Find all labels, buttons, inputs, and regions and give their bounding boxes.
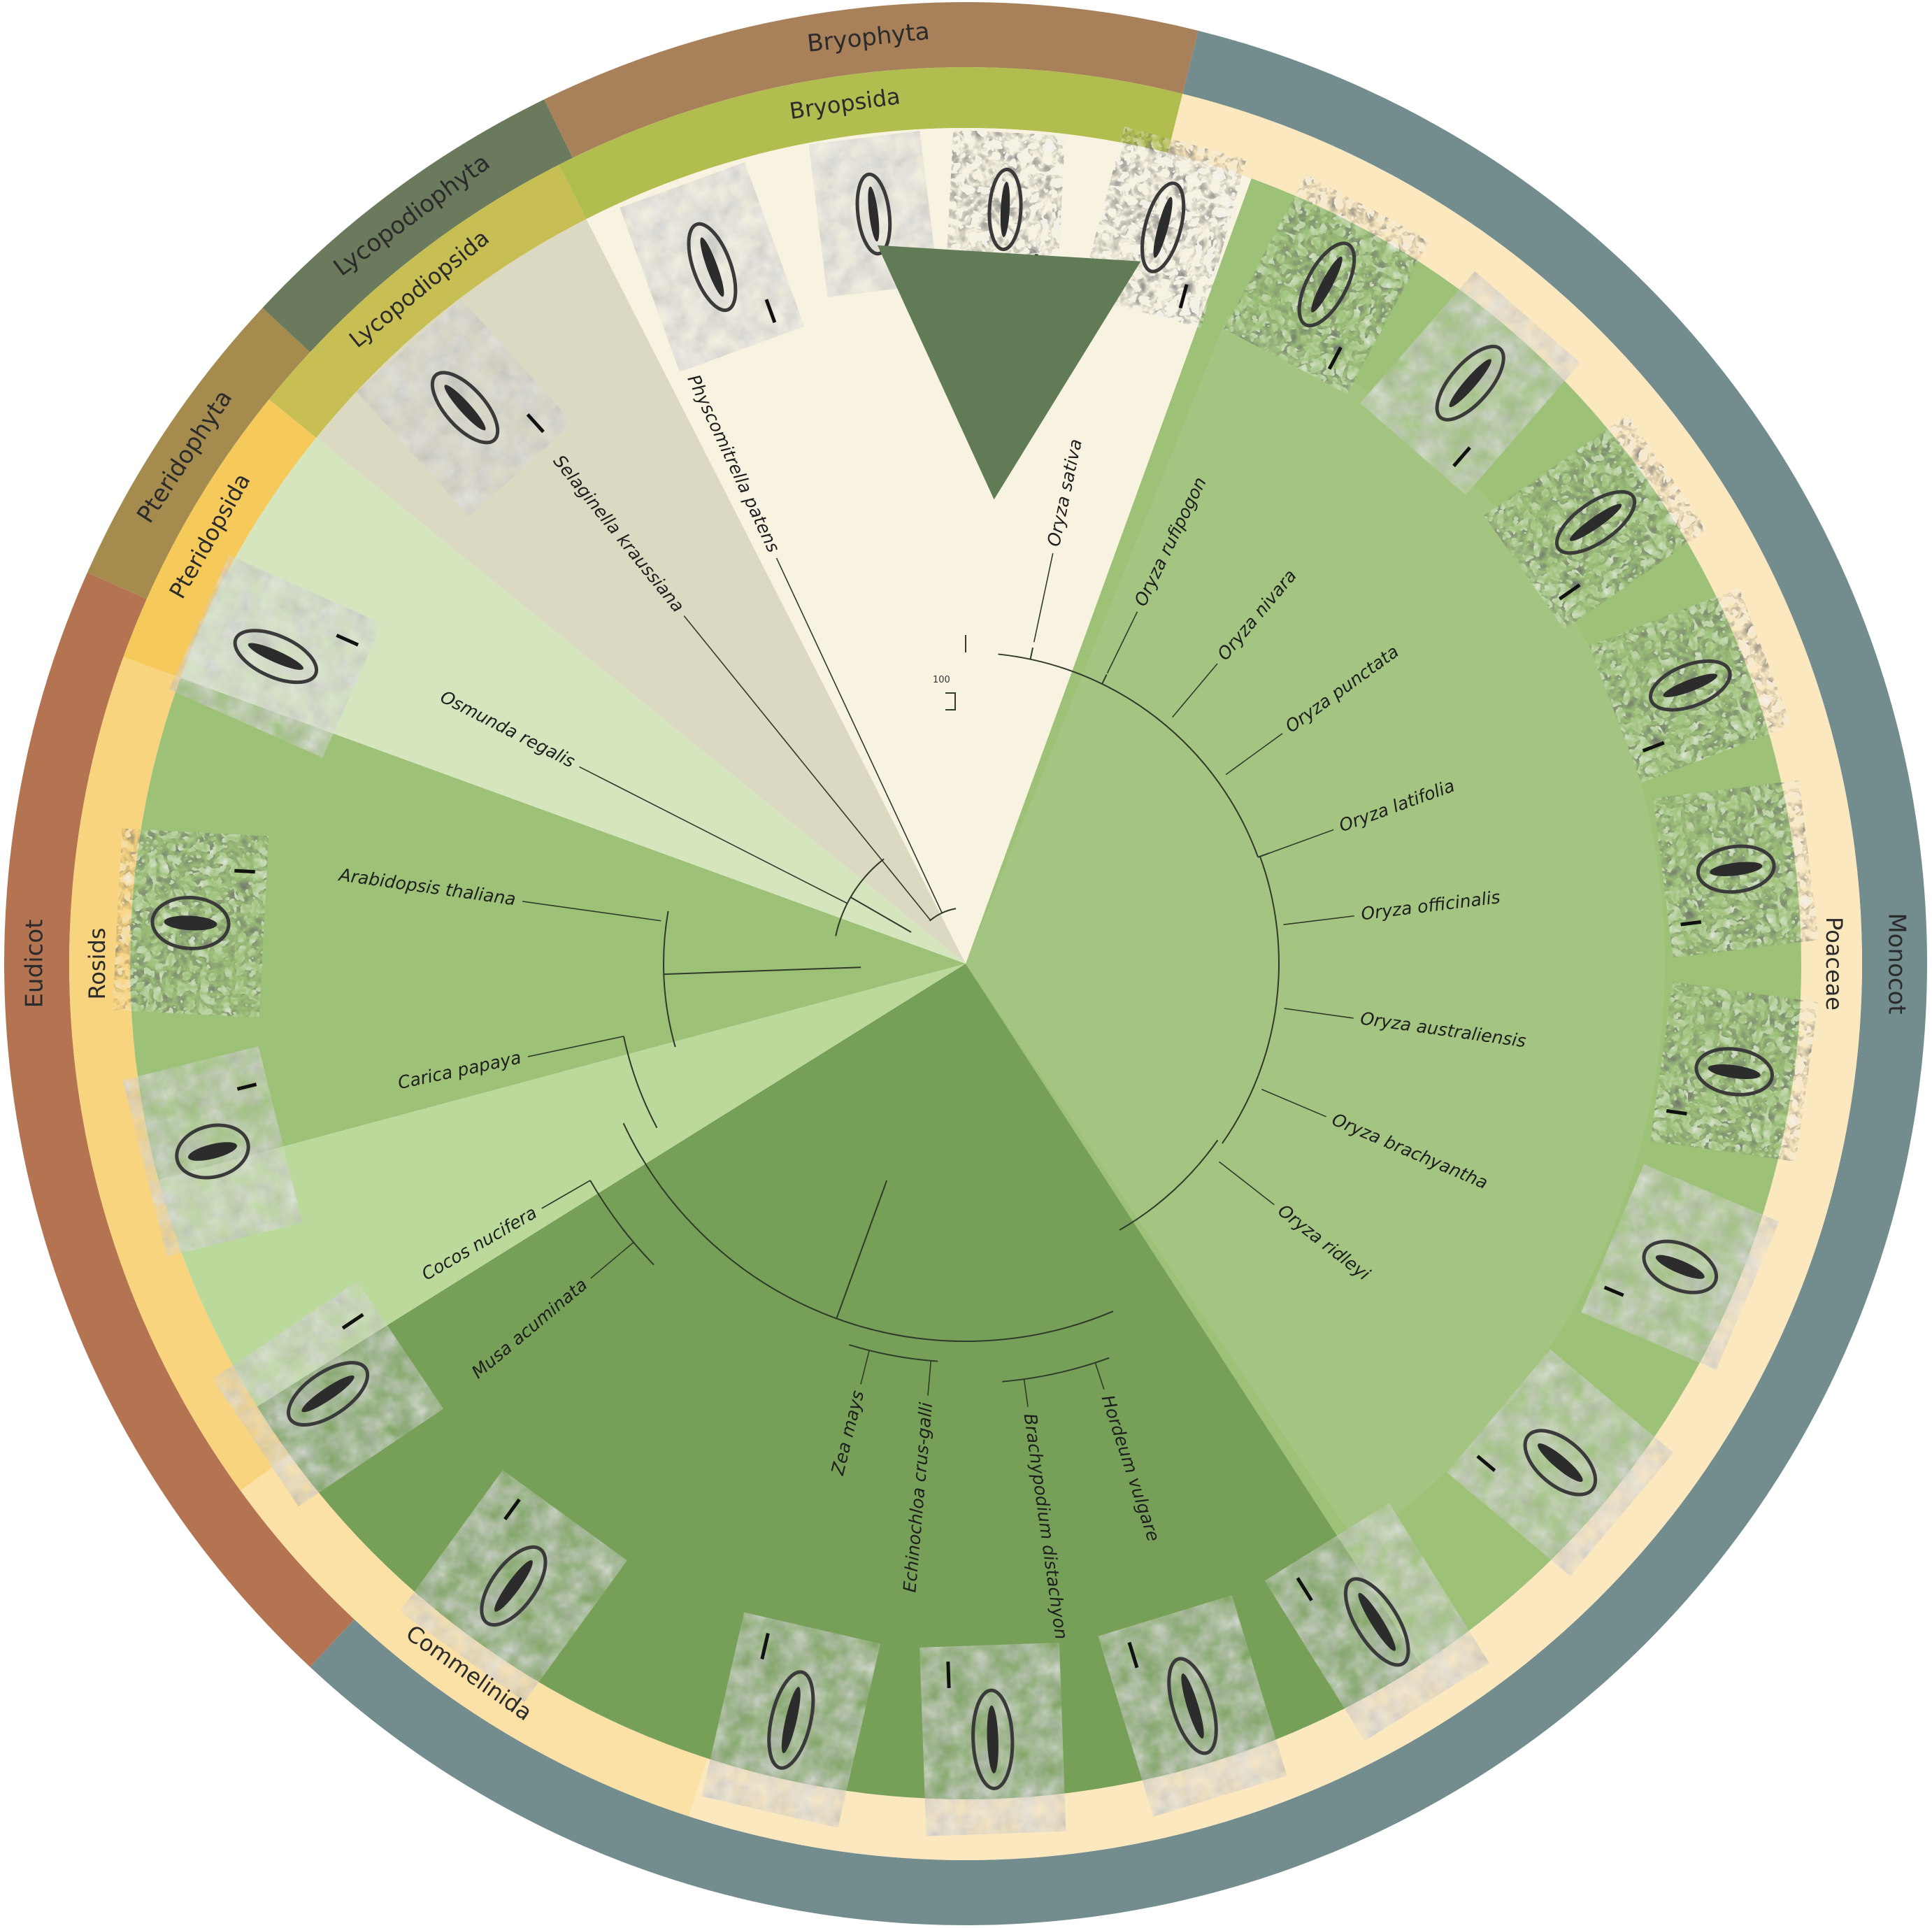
stomata-micrograph (1580, 1162, 1781, 1371)
middle-ring-lycopodiopsida (269, 164, 587, 438)
stomata-micrograph (618, 161, 806, 373)
stomata-micrograph (1587, 587, 1794, 785)
phylogenetic-tree: 100 (522, 245, 1354, 1407)
outer-ring-monocot (310, 30, 1928, 1926)
stomata-micrograph (1482, 413, 1709, 631)
stomata-micrograph (918, 1641, 1067, 1838)
stomata-micrograph (210, 1279, 445, 1508)
stomata-micrograph (111, 827, 270, 1019)
scale-bar: 100 (933, 675, 956, 710)
stomata-micrograph (398, 1469, 629, 1704)
stomata-micrograph (168, 554, 384, 759)
middle-ring-bryopsida (558, 67, 1273, 220)
outer-ring-lycopodiophyta (262, 99, 573, 352)
stomata-micrograph (1222, 173, 1431, 397)
stomata-micrograph (700, 1611, 882, 1829)
outer-ring-pteridophyta (87, 308, 310, 599)
oryza-core (966, 315, 1666, 1544)
stomata-micrograph (121, 1045, 304, 1258)
outer-ring (3, 2, 1928, 1926)
outer-ring-bryophyta (544, 2, 1198, 158)
collapsed-clade-triangle (877, 245, 1141, 500)
middle-ring-pteridopsida (123, 399, 317, 678)
inner-sector-rosids (129, 678, 966, 1180)
stomata-micrograph (1359, 269, 1582, 497)
ring-label-poaceae: Poaceae (1821, 917, 1847, 1011)
stomata-micrograph (1263, 1501, 1491, 1743)
middle-ring-commelinida (240, 1455, 708, 1817)
tree-branches (589, 635, 1280, 1383)
ring-label-eudicot: Eudicot (21, 920, 49, 1008)
stomata-micrograph (1652, 779, 1820, 959)
stomata-micrograph (1445, 1348, 1675, 1578)
inner-sector-fern (180, 437, 966, 964)
stomata-micrograph (1096, 1594, 1289, 1818)
ring-label-monocot: Monocot (1883, 913, 1911, 1014)
outer-ring-eudicot (3, 572, 355, 1667)
stomata-micrographs (111, 125, 1820, 1838)
stomata-micrograph (355, 297, 575, 519)
stomata-micrograph (1649, 980, 1819, 1163)
bootstrap-label: 100 (933, 675, 950, 685)
leader-lines (522, 552, 1354, 1407)
ring-label-rosids: Rosids (84, 928, 110, 1000)
